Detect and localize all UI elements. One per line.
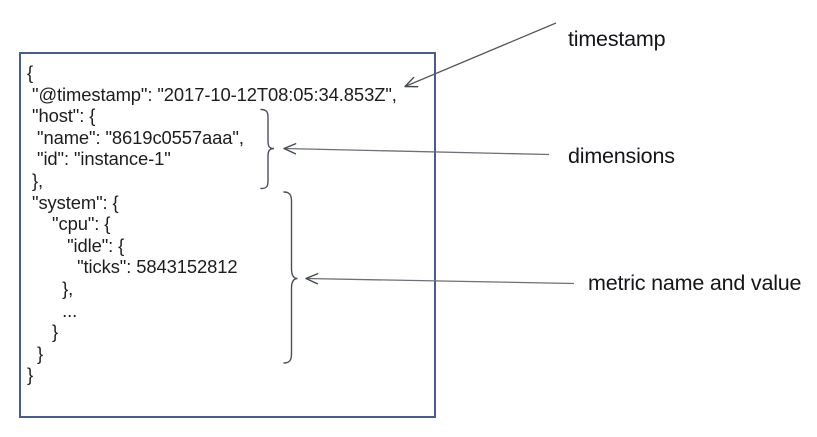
- annotation-label-dimensions: dimensions: [568, 144, 675, 168]
- annotation-label-metric: metric name and value: [588, 271, 802, 295]
- json-document-box: [19, 52, 436, 418]
- annotation-label-timestamp: timestamp: [568, 27, 666, 51]
- json-code: { "@timestamp": "2017-10-12T08:05:34.853…: [27, 62, 397, 386]
